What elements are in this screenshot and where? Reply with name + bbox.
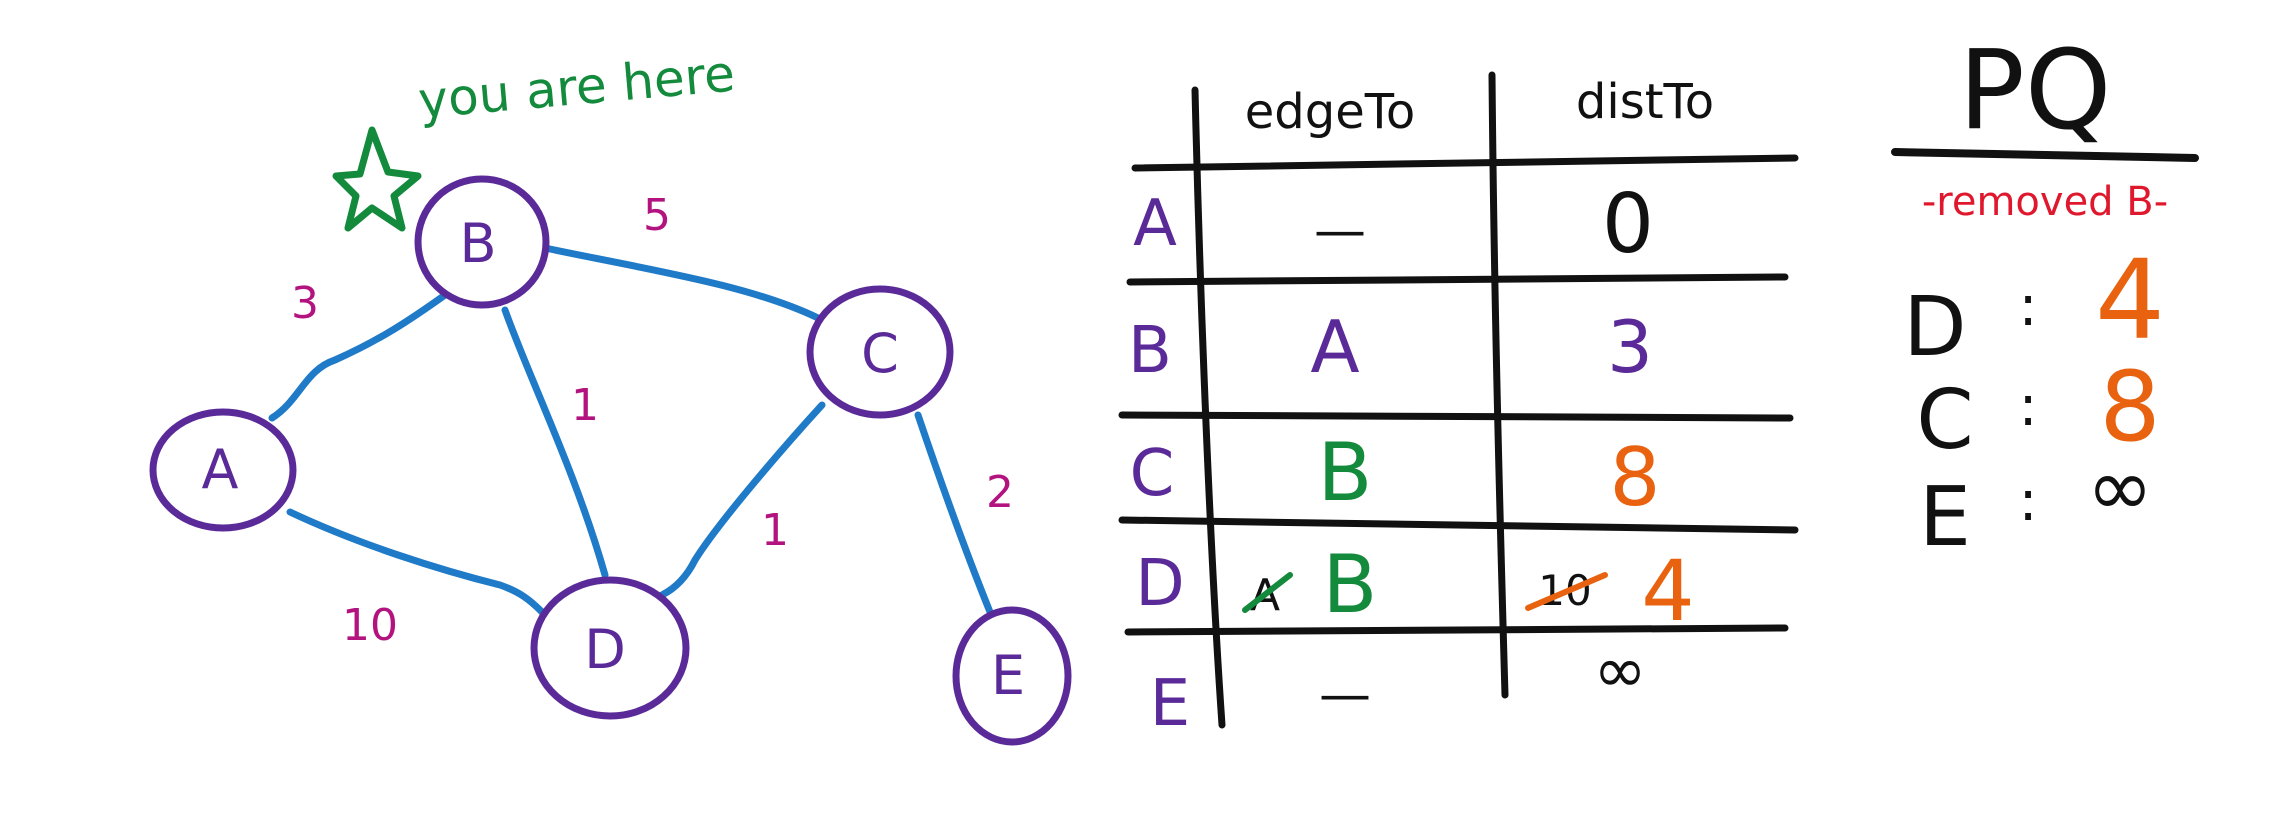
pq-priority-c: 8 bbox=[2099, 351, 2160, 463]
row-label-c: C bbox=[1130, 437, 1175, 511]
pq-status: -removed B- bbox=[1922, 179, 2168, 225]
edge-to-d-strike bbox=[1242, 572, 1293, 613]
pq-title: PQ bbox=[1959, 26, 2112, 154]
edge-a-b bbox=[268, 291, 449, 422]
pq-priority-e: ∞ bbox=[2087, 441, 2154, 534]
node-e-circle bbox=[952, 606, 1072, 746]
dist-to-e: ∞ bbox=[1593, 634, 1646, 708]
table-row-line-5 bbox=[1124, 624, 1789, 636]
graph: 3 5 1 1 2 10 A B C D E you are here bbox=[149, 45, 1072, 746]
node-b-label: B bbox=[459, 212, 496, 275]
weight-a-d: 10 bbox=[342, 600, 398, 651]
dist-table: edgeTo distTo A B C D E — A B A B — 0 3 … bbox=[1118, 71, 1799, 741]
edge-a-d bbox=[286, 508, 546, 616]
pq-colon-e: : bbox=[2019, 469, 2038, 534]
edge-to-e: — bbox=[1319, 665, 1371, 725]
pq-priority-d: 4 bbox=[2095, 236, 2165, 364]
node-d-circle bbox=[530, 576, 690, 720]
edge-c-e bbox=[914, 411, 994, 616]
dist-to-c: 8 bbox=[1610, 431, 1661, 524]
weight-b-d: 1 bbox=[571, 380, 599, 431]
dist-to-a: 0 bbox=[1602, 177, 1654, 272]
pq-vertex-c: C bbox=[1916, 373, 1973, 468]
you-are-here-annotation: you are here bbox=[332, 45, 737, 232]
edge-to-d: B bbox=[1323, 538, 1378, 631]
edge-to-b: A bbox=[1310, 305, 1359, 389]
edge-c-d bbox=[658, 401, 826, 599]
header-edge-to: edgeTo bbox=[1245, 84, 1416, 140]
row-label-a: A bbox=[1133, 187, 1177, 261]
pq-vertex-d: D bbox=[1903, 280, 1966, 375]
weight-a-b: 3 bbox=[291, 278, 319, 329]
table-col-line-2 bbox=[1488, 71, 1509, 699]
table-row-line-3 bbox=[1118, 411, 1794, 422]
pq-colon-d: : bbox=[2019, 274, 2038, 339]
pq-colon-c: : bbox=[2019, 374, 2038, 439]
table-col-line-1 bbox=[1191, 86, 1226, 729]
row-label-d: D bbox=[1135, 547, 1184, 621]
table-row-line-1 bbox=[1131, 154, 1799, 172]
row-label-e: E bbox=[1150, 667, 1190, 741]
edge-b-c bbox=[541, 244, 822, 322]
you-are-here-text: you are here bbox=[416, 45, 737, 130]
node-b-circle bbox=[414, 175, 550, 309]
edge-to-c: B bbox=[1318, 426, 1373, 519]
edge-to-a: — bbox=[1314, 201, 1366, 261]
dist-to-d-strike bbox=[1525, 572, 1608, 611]
node-a-label: A bbox=[202, 438, 239, 501]
dist-to-b: 3 bbox=[1607, 305, 1653, 389]
weight-b-c: 5 bbox=[643, 190, 671, 241]
node-a-circle bbox=[149, 408, 297, 532]
table-row-line-2 bbox=[1126, 273, 1789, 286]
weight-c-e: 2 bbox=[986, 467, 1014, 518]
node-c-circle bbox=[806, 285, 954, 419]
priority-queue: PQ -removed B- D C E : : : 4 8 ∞ bbox=[1891, 26, 2199, 565]
table-row-line-4 bbox=[1118, 516, 1799, 534]
dist-to-d: 4 bbox=[1641, 542, 1694, 640]
pq-underline bbox=[1891, 148, 2199, 162]
edge-b-d bbox=[501, 306, 609, 579]
header-dist-to: distTo bbox=[1576, 74, 1714, 130]
node-d-label: D bbox=[584, 618, 626, 681]
node-e-label: E bbox=[991, 644, 1025, 707]
row-label-b: B bbox=[1128, 314, 1172, 388]
node-c-label: C bbox=[861, 322, 899, 385]
pq-vertex-e: E bbox=[1919, 470, 1971, 565]
star-icon bbox=[332, 126, 422, 232]
weight-c-d: 1 bbox=[761, 505, 789, 556]
